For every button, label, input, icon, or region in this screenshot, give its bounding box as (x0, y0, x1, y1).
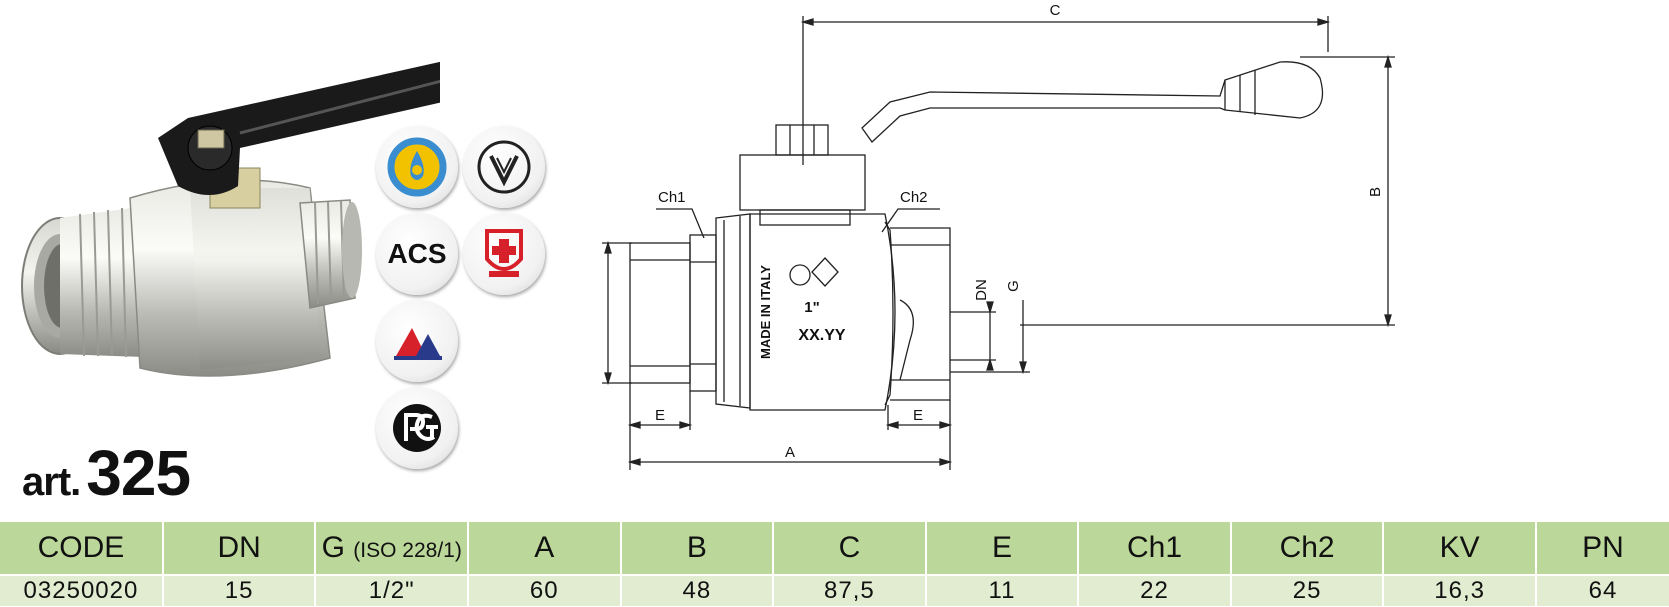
acs-certification-icon: ACS (376, 213, 458, 295)
cell-kv: 16,3 (1382, 575, 1536, 606)
article-title: art.325 (22, 436, 191, 510)
product-panel: art.325 ACS (10, 8, 650, 510)
label-ch2: Ch2 (900, 189, 928, 206)
label-g-left: G (600, 310, 604, 322)
header-a: A (467, 522, 621, 576)
cell-c: 87,5 (772, 575, 926, 606)
cell-g: 1/2" (314, 575, 468, 606)
header-code: CODE (0, 522, 163, 576)
header-b: B (619, 522, 774, 576)
body-text-size: 1" (804, 299, 819, 316)
red-triangle-certification-icon (376, 300, 458, 382)
header-c: C (772, 522, 926, 576)
cell-pn: 64 (1534, 575, 1669, 606)
label-b: B (1367, 187, 1384, 197)
label-e-left: E (655, 407, 665, 424)
cell-e: 11 (924, 575, 1079, 606)
red-crest-certification-icon (463, 213, 545, 295)
label-ch1: Ch1 (658, 189, 686, 206)
label-dn: DN (973, 279, 990, 301)
cell-ch2: 25 (1229, 575, 1384, 606)
header-ch1: Ch1 (1077, 522, 1231, 576)
label-e-right: E (913, 407, 923, 424)
label-c: C (1050, 2, 1061, 19)
body-text-batch: XX.YY (798, 327, 845, 344)
cell-dn: 15 (161, 575, 316, 606)
valve-photo (21, 61, 440, 377)
spec-table: CODE DN G (ISO 228/1) A B C E Ch1 Ch2 KV… (0, 522, 1669, 606)
article-prefix: art. (22, 460, 81, 504)
header-e: E (924, 522, 1079, 576)
cell-ch1: 22 (1077, 575, 1231, 606)
header-g-standard: (ISO 228/1) (353, 539, 462, 562)
label-a: A (785, 444, 795, 461)
technical-drawing: C B Ch1 Ch2 G DN G E E A MADE IN ITALY 1… (600, 2, 1395, 470)
v-certification-icon (463, 126, 545, 208)
label-g-right: G (1005, 280, 1022, 292)
article-number: 325 (86, 437, 191, 509)
table-row: 03250020 15 1/2" 60 48 87,5 11 22 25 16,… (0, 575, 1669, 606)
header-dn: DN (161, 522, 316, 576)
header-g: G (ISO 228/1) (314, 522, 468, 576)
cell-b: 48 (619, 575, 774, 606)
header-ch2: Ch2 (1229, 522, 1384, 576)
body-text-made-in-italy: MADE IN ITALY (758, 265, 773, 359)
cell-code: 03250020 (0, 575, 163, 606)
table-header-row: CODE DN G (ISO 228/1) A B C E Ch1 Ch2 KV… (0, 522, 1669, 576)
pct-certification-icon (376, 387, 458, 469)
cell-a: 60 (467, 575, 621, 606)
water-drop-certification-icon (376, 126, 458, 208)
header-pn: PN (1534, 522, 1669, 576)
acs-label: ACS (387, 238, 447, 269)
header-kv: KV (1382, 522, 1536, 576)
